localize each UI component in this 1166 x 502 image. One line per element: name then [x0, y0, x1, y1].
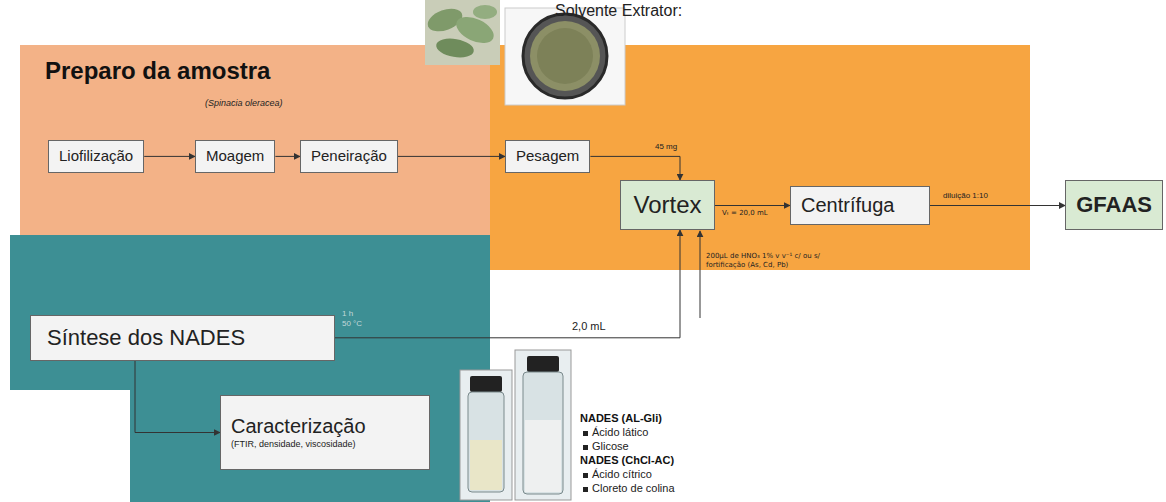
annotation-label: 50 °C — [342, 319, 362, 329]
annotation-label: Ácido lático — [592, 426, 648, 440]
flow-arrow — [590, 156, 680, 180]
flow-arrow — [135, 361, 220, 433]
highlight-step-box: Vortex — [620, 180, 715, 230]
annotation-label: 1 h — [342, 309, 353, 319]
annotation-label: Ácido cítrico — [592, 468, 652, 482]
node-title: GFAAS — [1076, 191, 1152, 219]
highlight-step-box: GFAAS — [1065, 180, 1163, 230]
node-title: Centrífuga — [801, 193, 894, 218]
flow-arrow — [275, 156, 300, 157]
process-box: Pesagem — [505, 140, 590, 173]
acid-input-arrow — [700, 231, 701, 318]
process-box: Síntese dos NADES — [30, 315, 335, 361]
flow-arrow — [930, 205, 1065, 206]
edge-label: 45 mg — [655, 142, 677, 152]
flow-arrow — [144, 156, 195, 157]
flow-arrow — [398, 156, 505, 157]
petri-dish-photo — [505, 8, 625, 105]
nades-region — [10, 235, 490, 502]
edge-label: 2,0 mL — [572, 320, 606, 334]
node-title: Preparo da amostra — [45, 57, 270, 85]
flow-arrow — [715, 205, 790, 206]
edge-label: Vₜ = 20,0 mL — [722, 209, 768, 218]
edge-label: diluição 1:10 — [943, 191, 988, 201]
annotation-label: NADES (AL-Gli) — [580, 412, 662, 426]
node-title: Pesagem — [516, 147, 579, 166]
node-title: Peneiração — [311, 147, 387, 166]
node-subtitle: (Spinacia oleracea) — [205, 98, 283, 108]
process-box: Peneiração — [300, 140, 398, 173]
annotation-label: NADES (ChCl-AC) — [580, 454, 674, 468]
node-title: Moagem — [206, 147, 264, 166]
process-box: Centrífuga — [790, 186, 930, 225]
annotation-label: Solvente Extrator: — [555, 1, 682, 21]
node-title: Caracterização — [231, 414, 366, 439]
node-title: Liofilização — [59, 147, 133, 166]
process-box: Moagem — [195, 140, 275, 173]
node-subtitle: (FTIR, densidade, viscosidade) — [231, 439, 356, 450]
node-title: Síntese dos NADES — [47, 324, 245, 352]
process-box: Caracterização(FTIR, densidade, viscosid… — [220, 395, 430, 470]
flow-arrow — [335, 230, 680, 338]
annotation-label: 200µL de HNO₃ 1% v v⁻¹ c/ ou s/ fortific… — [706, 252, 831, 270]
nades-vials-photo — [460, 350, 571, 500]
annotation-label: Glicose — [592, 440, 629, 454]
process-box: Liofilização — [48, 140, 144, 173]
annotation-label: Cloreto de colina — [592, 482, 675, 496]
spinach-photo — [425, 0, 500, 65]
node-title: Vortex — [633, 190, 701, 220]
stage-region: Preparo da amostra (Spinacia oleracea) Lio… — [20, 45, 490, 235]
